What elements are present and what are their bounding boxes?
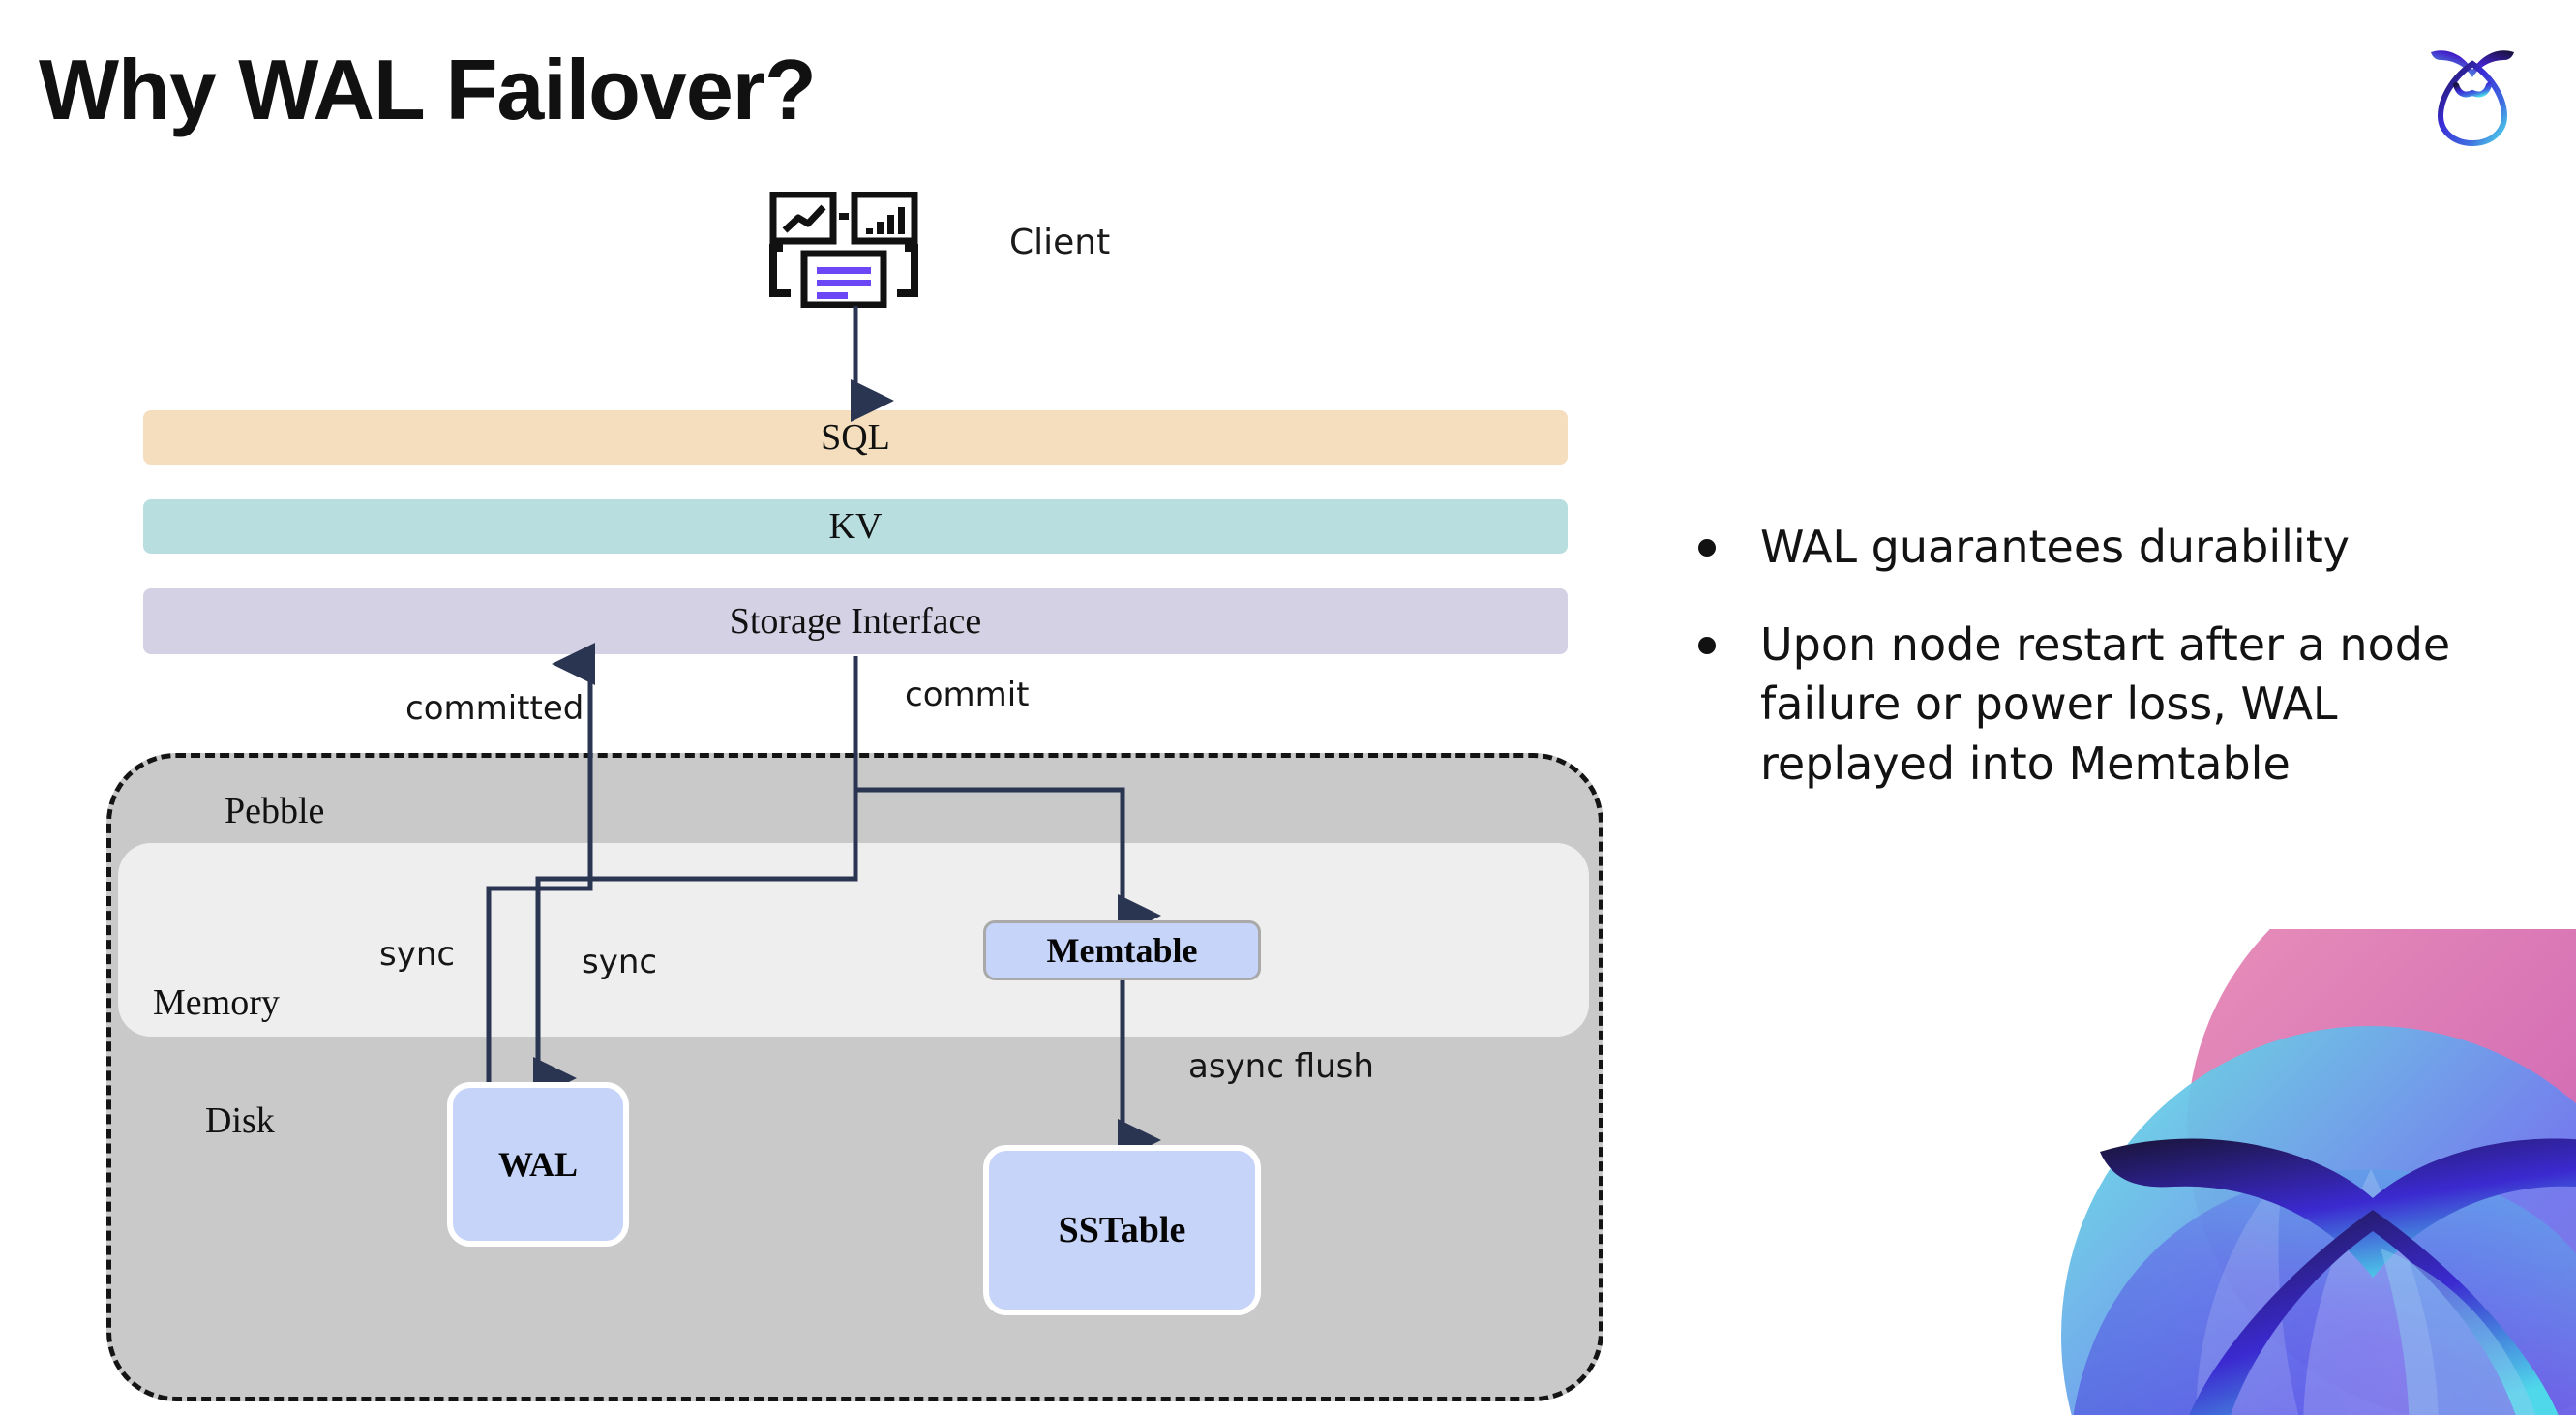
bullet-text: WAL guarantees durability	[1760, 521, 2350, 573]
list-item: WAL guarantees durability	[1698, 518, 2511, 577]
layer-bar-kv: KV	[143, 499, 1568, 554]
memory-region	[118, 843, 1589, 1037]
bullet-dot-icon	[1698, 637, 1716, 655]
client-label: Client	[1009, 223, 1111, 262]
list-item: Upon node restart after a node failure o…	[1698, 616, 2511, 794]
pebble-label: Pebble	[225, 791, 325, 831]
layer-label-storage: Storage Interface	[729, 601, 982, 642]
bullet-text: Upon node restart after a node failure o…	[1760, 618, 2451, 790]
node-sstable: SSTable	[983, 1145, 1261, 1315]
page-title: Why WAL Failover?	[39, 42, 817, 137]
node-label-sstable: SSTable	[1058, 1210, 1186, 1250]
bullet-list: WAL guarantees durability Upon node rest…	[1698, 518, 2511, 832]
logo-watermark-decoration	[2061, 929, 2576, 1415]
memory-label: Memory	[153, 982, 280, 1023]
layer-bar-storage: Storage Interface	[143, 588, 1568, 654]
layer-label-kv: KV	[828, 506, 883, 547]
node-memtable: Memtable	[983, 920, 1261, 980]
connector-label-sync-left: sync	[379, 935, 456, 974]
node-label-wal: WAL	[497, 1145, 579, 1184]
node-label-memtable: Memtable	[1046, 931, 1198, 970]
connector-label-commit: commit	[905, 676, 1030, 714]
disk-label: Disk	[205, 1100, 275, 1141]
connector-label-committed: committed	[405, 689, 584, 728]
cockroachdb-logo-icon	[2431, 50, 2514, 147]
layer-label-sql: SQL	[821, 417, 890, 458]
client-dashboard-icon	[769, 192, 918, 308]
connector-label-async-flush: async flush	[1188, 1047, 1374, 1086]
node-wal: WAL	[447, 1082, 629, 1247]
connector-label-sync-right: sync	[582, 943, 658, 981]
bullet-dot-icon	[1698, 539, 1716, 557]
layer-bar-sql: SQL	[143, 410, 1568, 465]
